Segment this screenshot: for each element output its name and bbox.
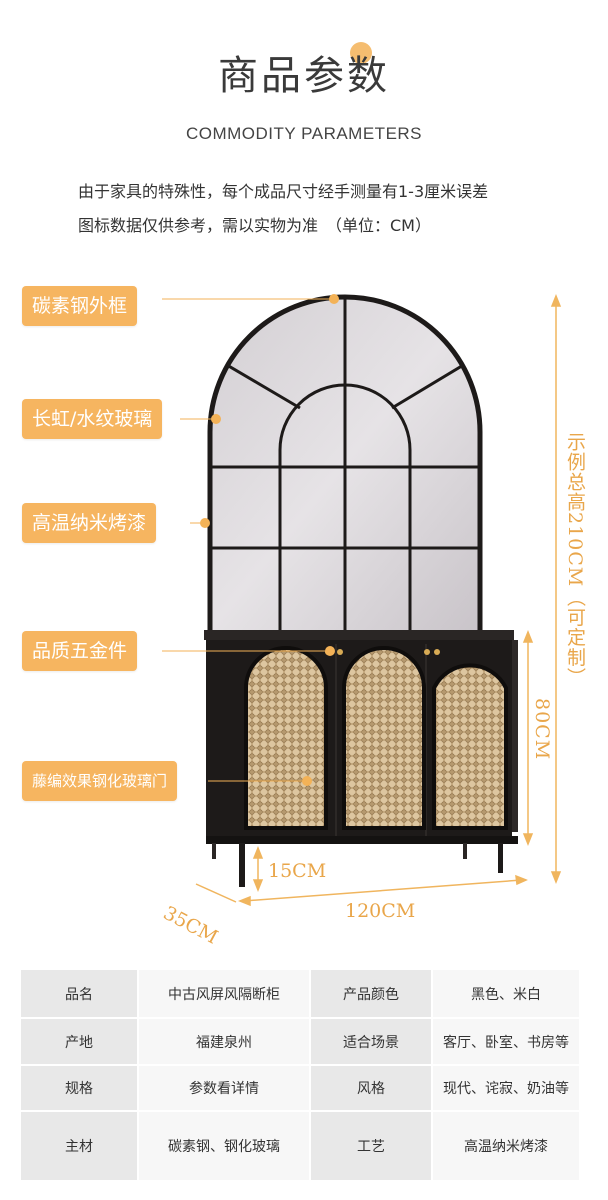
dim-width: 120CM [345,900,416,922]
spec-table: 品名 中古风屏风隔断柜 产品颜色 黑色、米白 产地 福建泉州 适合场景 客厅、卧… [19,968,581,1182]
dim-cabinet-height: 80CM [531,698,553,761]
spec-value: 高温纳米烤漆 [431,1110,581,1182]
dimension-lines [195,293,562,907]
spec-value: 客厅、卧室、书房等 [431,1017,581,1066]
spec-value: 中古风屏风隔断柜 [137,968,311,1019]
spec-key: 风格 [309,1064,433,1112]
spec-key: 产品颜色 [309,968,433,1019]
spec-key: 工艺 [309,1110,433,1182]
spec-key: 规格 [19,1064,139,1112]
leader-dot-hardware [325,646,335,656]
title-block: 商品参数 [0,42,608,104]
spec-key: 品名 [19,968,139,1019]
callout-leaders [162,298,333,782]
dim-leg-height: 15CM [268,860,327,882]
label-nano-paint: 高温纳米烤漆 [22,503,157,543]
spec-value: 碳素钢、钢化玻璃 [137,1110,311,1182]
cabinet [204,630,518,887]
spec-value: 福建泉州 [137,1017,311,1066]
measurement-note-2: 图标数据仅供参考，需以实物为准 （单位：CM） [78,216,431,235]
table-row: 产地 福建泉州 适合场景 客厅、卧室、书房等 [19,1017,581,1066]
table-row: 主材 碳素钢、钢化玻璃 工艺 高温纳米烤漆 [19,1110,581,1182]
table-row: 品名 中古风屏风隔断柜 产品颜色 黑色、米白 [19,968,581,1019]
spec-value: 黑色、米白 [431,968,581,1019]
product-illustration [162,293,562,907]
label-fluted-glass: 长虹/水纹玻璃 [22,399,163,439]
measurement-note-1: 由于家具的特殊性，每个成品尺寸经手测量有1-3厘米误差 [78,182,489,201]
page-subtitle: COMMODITY PARAMETERS [185,124,423,143]
spec-key: 适合场景 [309,1017,433,1066]
label-rattan-door: 藤编效果钢化玻璃门 [22,761,178,801]
label-hardware: 品质五金件 [22,631,138,671]
leader-dot-paint [200,518,210,528]
label-carbon-steel-frame: 碳素钢外框 [22,286,138,326]
spec-key: 主材 [19,1110,139,1182]
table-row: 规格 参数看详情 风格 现代、诧寂、奶油等 [19,1064,581,1112]
dim-total-height: 示例总高210CM（可定制） [564,432,586,688]
page-title-text: 商品参数 [218,53,390,99]
glass-screen [207,294,483,630]
leader-dot-glass [211,414,221,424]
spec-value: 参数看详情 [137,1064,311,1112]
spec-value: 现代、诧寂、奶油等 [431,1064,581,1112]
leader-dot-door [302,776,312,786]
spec-key: 产地 [19,1017,139,1066]
leader-dot-frame [329,294,339,304]
page-title: 商品参数 [218,42,390,104]
